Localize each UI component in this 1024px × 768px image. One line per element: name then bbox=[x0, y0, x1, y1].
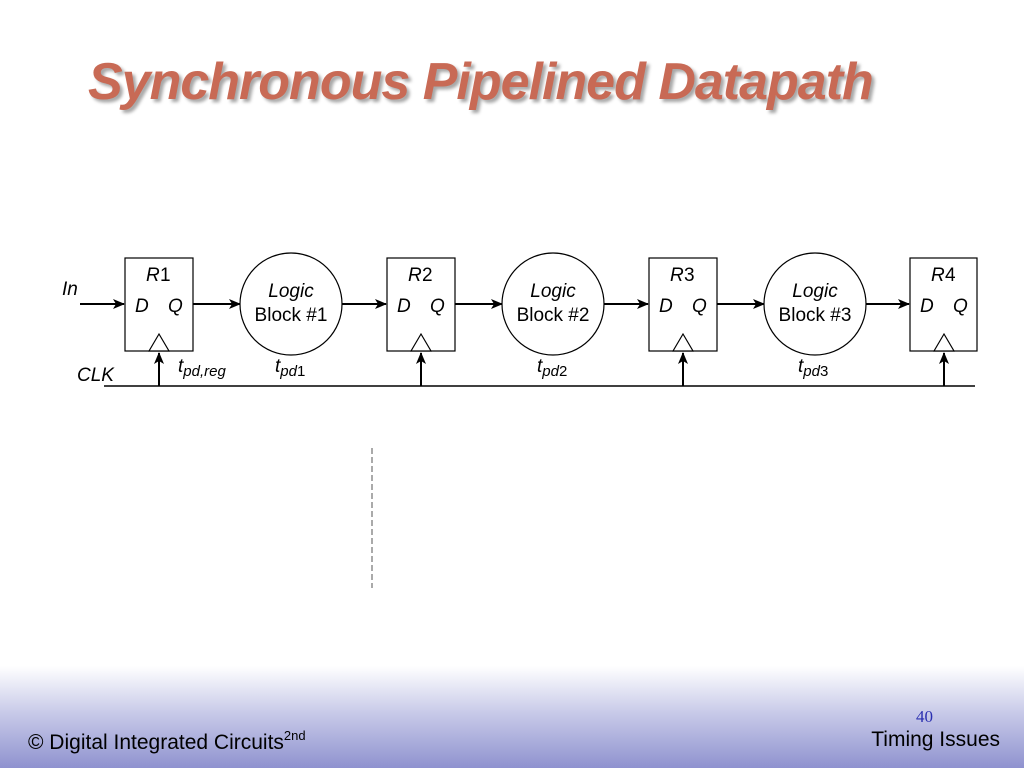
svg-text:D: D bbox=[135, 296, 149, 317]
clock-triangle-icon bbox=[409, 332, 433, 352]
clock-label: CLK bbox=[77, 365, 115, 386]
logic-block-2: Logic Block #2 bbox=[501, 252, 605, 356]
footer-section: Timing Issues bbox=[871, 728, 1000, 751]
delay-label-reg: tpd,reg bbox=[178, 356, 226, 380]
svg-text:Block #3: Block #3 bbox=[779, 305, 852, 326]
svg-text:Q: Q bbox=[953, 296, 968, 317]
page-number: 40 bbox=[916, 707, 933, 726]
slide-title: Synchronous Pipelined Datapath bbox=[88, 53, 874, 111]
svg-text:Q: Q bbox=[692, 296, 707, 317]
svg-text:1: 1 bbox=[160, 265, 171, 286]
register-r1: R 1 D Q bbox=[124, 257, 194, 352]
clock-triangle-icon bbox=[671, 332, 695, 352]
svg-text:2: 2 bbox=[422, 265, 433, 286]
register-r3: R 3 D Q bbox=[648, 257, 718, 352]
svg-text:Block #1: Block #1 bbox=[255, 305, 328, 326]
svg-text:R: R bbox=[146, 265, 160, 286]
input-label: In bbox=[62, 279, 78, 300]
svg-text:D: D bbox=[659, 296, 673, 317]
clock-triangle-icon bbox=[147, 332, 171, 352]
svg-text:Block #2: Block #2 bbox=[517, 305, 590, 326]
svg-text:Logic: Logic bbox=[530, 281, 576, 302]
delay-label-3: tpd3 bbox=[798, 356, 828, 380]
svg-text:Q: Q bbox=[430, 296, 445, 317]
footer-copyright: © Digital Integrated Circuits2nd bbox=[28, 728, 306, 754]
footer-band bbox=[0, 666, 1024, 768]
svg-text:D: D bbox=[397, 296, 411, 317]
register-r4: R 4 D Q bbox=[909, 257, 978, 352]
svg-text:R: R bbox=[931, 265, 945, 286]
delay-label-2: tpd2 bbox=[537, 356, 567, 380]
register-r2: R 2 D Q bbox=[386, 257, 456, 352]
svg-text:R: R bbox=[670, 265, 684, 286]
logic-block-1: Logic Block #1 bbox=[239, 252, 343, 356]
svg-text:3: 3 bbox=[684, 265, 695, 286]
clock-triangle-icon bbox=[932, 332, 956, 352]
svg-text:D: D bbox=[920, 296, 934, 317]
logic-block-3: Logic Block #3 bbox=[763, 252, 867, 356]
svg-text:4: 4 bbox=[945, 265, 956, 286]
svg-text:Logic: Logic bbox=[792, 281, 838, 302]
svg-text:R: R bbox=[408, 265, 422, 286]
svg-text:Q: Q bbox=[168, 296, 183, 317]
delay-label-1: tpd1 bbox=[275, 356, 305, 380]
svg-text:Logic: Logic bbox=[268, 281, 314, 302]
